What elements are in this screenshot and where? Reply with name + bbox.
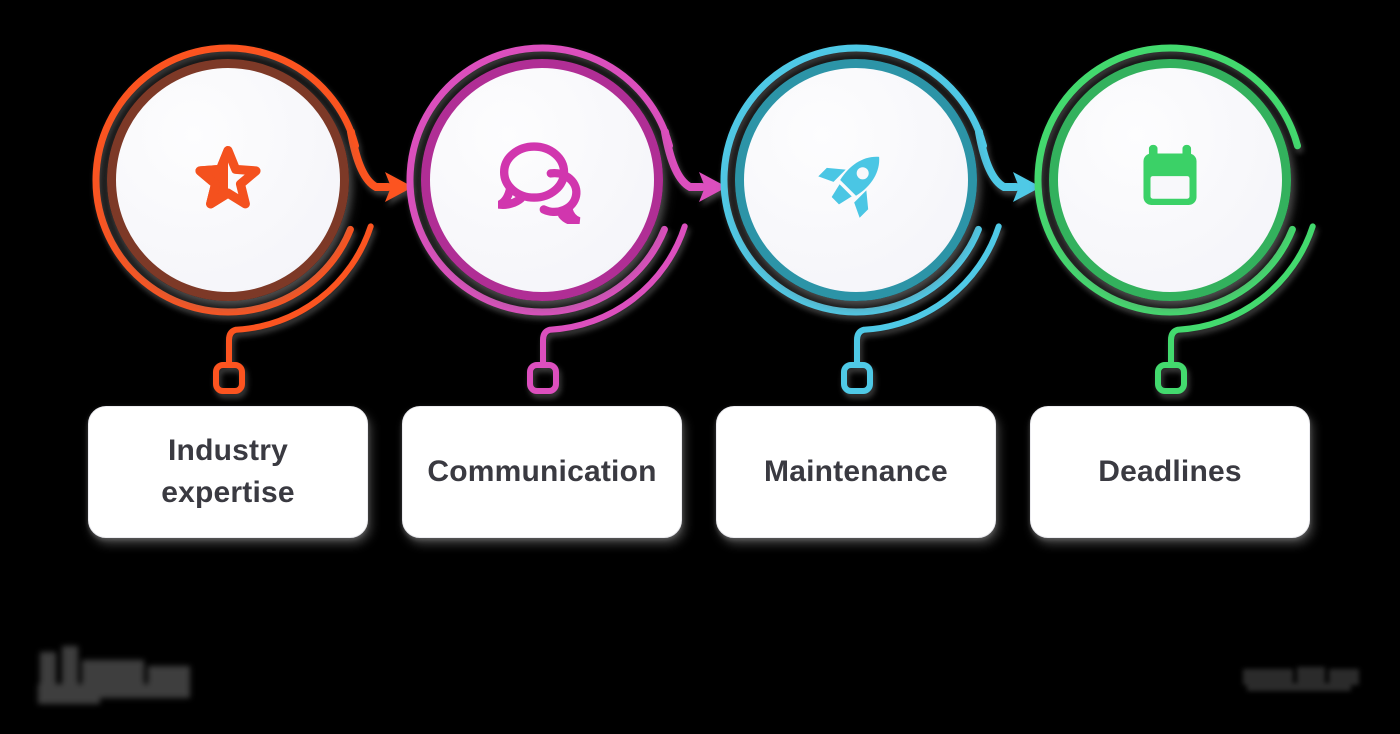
step-label: Communication	[427, 455, 657, 488]
circle-industry-expertise	[107, 59, 349, 301]
connector-square	[527, 362, 559, 394]
rocket-icon	[818, 156, 880, 218]
label-card-industry-expertise: Industry expertise	[88, 406, 368, 538]
pink-arc-decoration	[406, 44, 727, 394]
chat-bubbles-icon	[498, 142, 581, 224]
step-industry-expertise	[58, 10, 418, 430]
blurred-watermark	[1243, 663, 1363, 695]
connector-square	[213, 362, 245, 394]
step-communication	[372, 10, 732, 430]
green-arc-decoration	[1034, 44, 1316, 394]
arrow-right-icon	[347, 128, 413, 202]
arrow-right-icon	[975, 128, 1041, 202]
circle-deadlines	[1049, 59, 1291, 301]
step-label: Deadlines	[1098, 455, 1242, 488]
blurred-logo	[36, 644, 211, 706]
orange-arc-decoration	[92, 44, 413, 394]
label-card-maintenance: Maintenance	[716, 406, 996, 538]
step-maintenance	[686, 10, 1046, 430]
arrow-right-icon	[661, 128, 727, 202]
step-label: Maintenance	[764, 455, 948, 488]
half-star-icon	[195, 145, 261, 209]
cyan-arc-decoration	[720, 44, 1041, 394]
connector-square	[841, 362, 873, 394]
calendar-icon	[1143, 144, 1197, 205]
label-card-deadlines: Deadlines	[1030, 406, 1310, 538]
circle-maintenance	[735, 59, 977, 301]
step-label: Industry expertise	[161, 434, 295, 509]
step-deadlines	[1000, 10, 1360, 430]
label-card-communication: Communication	[402, 406, 682, 538]
circle-communication	[421, 59, 663, 301]
connector-square	[1155, 362, 1187, 394]
